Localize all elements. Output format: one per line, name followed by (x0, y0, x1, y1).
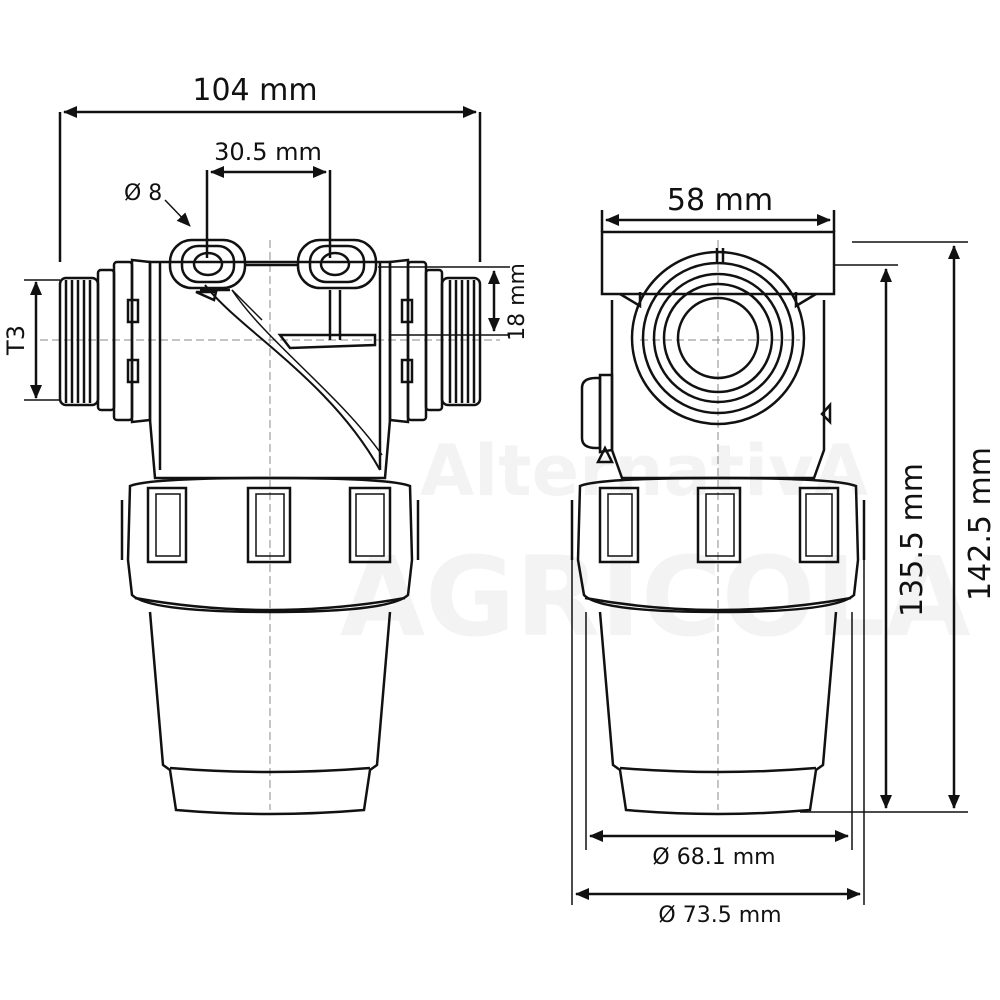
front-view (40, 238, 500, 816)
label-142-5-mm: 142.5 mm (963, 447, 998, 601)
label-dia-8: Ø 8 (124, 181, 162, 206)
label-t3: T3 (2, 325, 30, 356)
label-18-mm: 18 mm (505, 263, 530, 341)
dia8-leader (164, 199, 191, 227)
label-dia-73-5-mm: Ø 73.5 mm (658, 903, 781, 928)
label-104-mm: 104 mm (192, 73, 317, 108)
top-ports (168, 238, 378, 302)
watermark-line2: AGRICOLA (340, 533, 971, 661)
right-connector (388, 258, 482, 424)
left-connector (58, 258, 152, 424)
watermark: AlternativA AGRICOLA (340, 430, 971, 661)
side-header (600, 230, 836, 309)
side-center-lines (640, 240, 800, 810)
side-outlet (630, 250, 806, 426)
side-dimensions (571, 210, 968, 905)
label-135-5-mm: 135.5 mm (895, 463, 930, 617)
side-bowl (598, 611, 838, 816)
side-view (570, 230, 866, 816)
label-30-5-mm: 30.5 mm (214, 138, 322, 166)
label-dia-68-1-mm: Ø 68.1 mm (652, 845, 775, 870)
side-bowl-nut (570, 476, 866, 614)
watermark-line1: AlternativA (420, 430, 868, 512)
front-bowl (148, 611, 392, 816)
label-58-mm: 58 mm (667, 183, 773, 218)
center-lines (40, 240, 500, 810)
front-dimensions (24, 106, 510, 401)
front-bowl-nut (120, 476, 420, 614)
front-body (148, 260, 392, 480)
